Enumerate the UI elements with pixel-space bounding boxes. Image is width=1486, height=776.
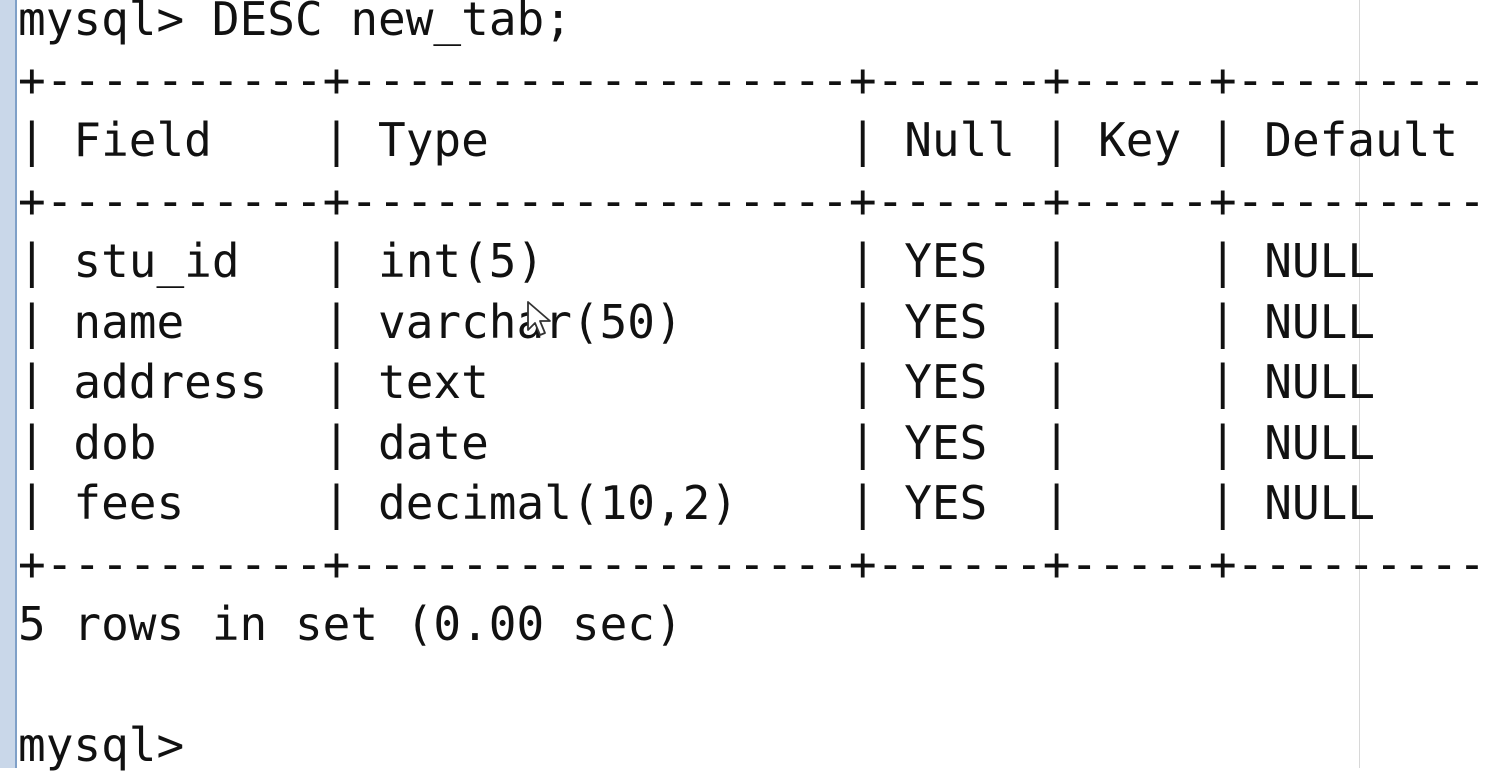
table-row: | fees | decimal(10,2) | YES | | NULL [18,476,1376,530]
window-right-border [1359,0,1366,768]
table-row: | name | varchar(50) | YES | | NULL [18,294,1376,349]
command-text: DESC new_tab; [211,0,572,46]
mouse-pointer-icon [527,301,551,336]
window-left-border-line [15,0,17,768]
final-prompt[interactable]: mysql> [18,718,185,772]
table-bottom-border: +----------+------------------+------+--… [18,536,1486,591]
blank-line [18,655,1486,716]
window-left-border [0,0,15,768]
mysql-prompt: mysql> [18,0,212,46]
command-line: mysql> DESC new_tab; [18,0,1486,50]
table-header-row: | Field | Type | Null | Key | Default [18,113,1459,167]
table-row: | dob | date | YES | | NULL [18,415,1376,470]
result-summary: 5 rows in set (0.00 sec) [18,597,683,651]
table-top-border: +----------+------------------+------+--… [18,52,1486,107]
table-header-border: +----------+------------------+------+--… [18,173,1486,228]
table-row: | address | text | YES | | NULL [18,355,1376,409]
table-row: | stu_id | int(5) | YES | | NULL [18,234,1376,288]
terminal-output[interactable]: mysql> DESC new_tab;+----------+--------… [18,0,1486,776]
